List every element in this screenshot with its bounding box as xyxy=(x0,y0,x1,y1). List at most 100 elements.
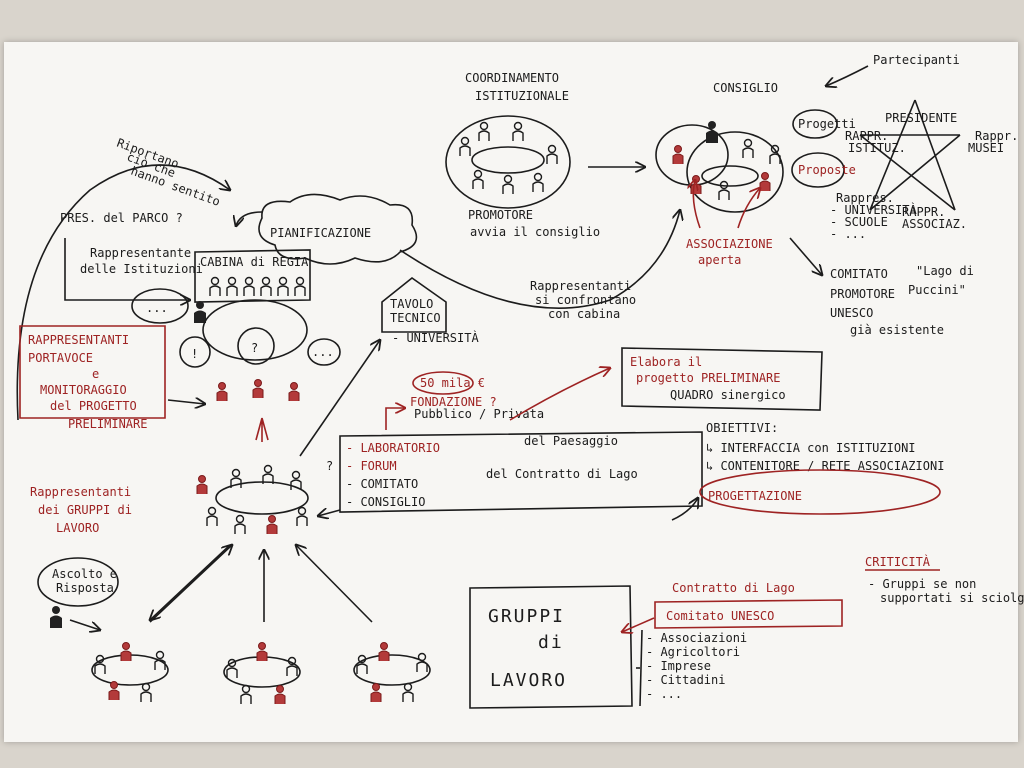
elabora-box xyxy=(621,347,823,411)
arrow-to-cabina xyxy=(64,238,190,300)
fifty-thousand-oval xyxy=(412,371,474,395)
criticita-2: supportati si sciolgono xyxy=(880,591,1024,605)
comitato-promotore-5: UNESCO xyxy=(830,306,873,320)
obiettivi-label: OBIETTIVI: xyxy=(706,421,778,435)
speaker-icon xyxy=(194,301,206,323)
person-icon xyxy=(502,174,514,195)
speech-bubble xyxy=(131,288,189,324)
rappresentanti-portavoce-box xyxy=(19,325,166,419)
tavolo-tecnico-house xyxy=(381,276,447,333)
pres-parco-label: PRES. del PARCO ? xyxy=(60,211,183,225)
rappr-associaz-2: ASSOCIAZ. xyxy=(902,217,967,231)
person-icon xyxy=(769,144,781,165)
person-icon xyxy=(140,682,152,703)
arrow-partecipanti xyxy=(826,65,869,86)
person-icon xyxy=(402,682,414,703)
person-icon xyxy=(296,506,308,527)
president-icon xyxy=(706,121,718,143)
rappresentante-istituzioni-1: Rappresentante xyxy=(90,246,191,260)
arrow-riportano xyxy=(16,164,230,421)
person-icon xyxy=(260,276,272,297)
rappresentanti-gruppi-2: dei GRUPPI di xyxy=(38,503,132,517)
ascolto-2: Risposta xyxy=(56,581,114,595)
person-icon xyxy=(546,144,558,165)
gruppo-cittadini: - Cittadini xyxy=(646,673,725,687)
person-icon xyxy=(478,121,490,142)
person-icon xyxy=(206,506,218,527)
progetti-label: Progetti xyxy=(798,117,856,131)
person-icon xyxy=(240,684,252,705)
pianificazione-label: PIANIFICAZIONE xyxy=(270,226,371,240)
person-icon xyxy=(108,681,120,701)
excl-mark: ! xyxy=(191,347,198,361)
aperta-label: aperta xyxy=(698,253,741,267)
proposte-label: Proposte xyxy=(798,163,856,177)
gruppi-bracket xyxy=(639,629,643,707)
arrow-to-progettazione xyxy=(671,498,698,521)
speaker-icon xyxy=(50,606,62,628)
comitato-promotore-1: COMITATO xyxy=(830,267,888,281)
person-icon xyxy=(94,654,106,675)
person-icon xyxy=(286,656,298,677)
comitato-promotore-6: già esistente xyxy=(850,323,944,337)
rappr-istituz-2: ISTITUZ. xyxy=(848,141,906,155)
rappr-associaz-1: RAPPR. xyxy=(902,205,945,219)
gruppi-2: di xyxy=(538,632,564,653)
gruppi-3: LAVORO xyxy=(490,670,567,691)
arrow-unesco-to-gruppi xyxy=(622,617,655,632)
person-icon xyxy=(243,276,255,297)
ellipsis-label: ... xyxy=(146,301,168,315)
elabora-1: Elabora il xyxy=(630,355,702,369)
tavolo-tecnico-3: - UNIVERSITÀ xyxy=(392,330,479,345)
question-bubble xyxy=(237,327,275,365)
elabora-2: progetto PRELIMINARE xyxy=(636,371,781,385)
person-icon xyxy=(459,136,471,157)
ascolto-bubble xyxy=(37,557,119,607)
gruppo-associazioni: - Associazioni xyxy=(646,631,747,645)
del-paesaggio-label: del Paesaggio xyxy=(524,434,618,448)
person-icon xyxy=(234,514,246,535)
gruppo-agricoltori: - Agricoltori xyxy=(646,645,740,659)
gruppi-lavoro-box xyxy=(469,585,633,709)
rappresentanti-confrontano-2: si confrontano xyxy=(535,293,636,307)
criticita-label: CRITICITÀ xyxy=(865,554,931,569)
person-icon xyxy=(718,180,730,201)
question-mark: ? xyxy=(251,341,258,355)
rappresentanti-gruppi-3: LAVORO xyxy=(56,521,99,535)
contratto-lago-label: Contratto di Lago xyxy=(672,581,795,595)
red-tri xyxy=(255,417,269,442)
arrow-to-comitato-promotore xyxy=(789,237,822,275)
person-icon xyxy=(472,169,484,190)
person-icon xyxy=(252,379,264,399)
fondazione-sub: Pubblico / Privata xyxy=(414,407,544,421)
arrow-cloud-to-cabina xyxy=(236,211,263,226)
avvia-consiglio-label: avvia il consiglio xyxy=(470,225,600,239)
istituzionale-label: ISTITUZIONALE xyxy=(475,89,569,103)
arrow-associazione-2 xyxy=(737,188,760,229)
arrow-group-up-1 xyxy=(149,545,232,623)
rappr-musei-1: Rappr. xyxy=(975,129,1018,143)
person-icon xyxy=(672,145,684,165)
excl-bubble xyxy=(179,336,211,368)
person-icon xyxy=(196,475,208,495)
progettazione-oval xyxy=(699,469,941,515)
star-shape xyxy=(859,99,961,211)
arrow-group-down xyxy=(150,544,231,620)
rappres-universita-2: - UNIVERSITÀ xyxy=(830,202,917,217)
coordinamento-label: COORDINAMENTO xyxy=(465,71,559,85)
fondazione-label: FONDAZIONE ? xyxy=(410,395,497,409)
comitato-promotore-4: PROMOTORE xyxy=(830,287,895,301)
person-icon xyxy=(256,642,268,662)
person-icon xyxy=(120,642,132,662)
rappr-istituz-1: RAPPR. xyxy=(845,129,888,143)
person-icon xyxy=(277,276,289,297)
consiglio-table xyxy=(701,165,759,187)
associazione-label: ASSOCIAZIONE xyxy=(686,237,773,251)
criticita-1: - Gruppi se non xyxy=(868,577,976,591)
comitato-promotore-2: "Lago di xyxy=(916,264,974,278)
partecipanti-label: Partecipanti xyxy=(873,53,960,67)
person-icon xyxy=(356,654,368,675)
arrow-ascolto xyxy=(69,619,100,630)
